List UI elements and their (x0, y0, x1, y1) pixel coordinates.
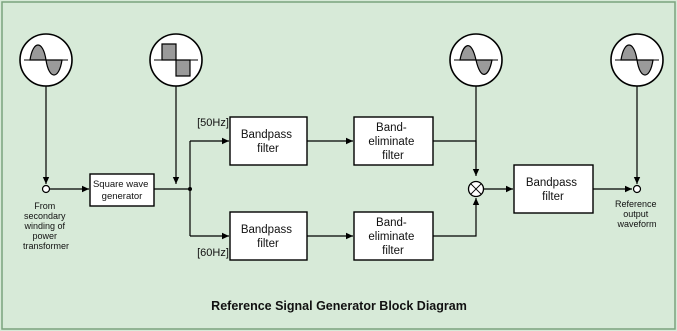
block-label-line: filter (382, 245, 404, 257)
input-label-line: secondary (24, 211, 66, 221)
block-label-line: filter (257, 238, 279, 250)
top-to-mixer-wire (433, 140, 477, 160)
block-label-line: Bandpass (526, 177, 577, 189)
block-label-line: filter (542, 191, 564, 203)
input-label-line: From (34, 201, 55, 211)
bandpass-filter-bottom-block (229, 211, 308, 261)
square-wave-generator-label: Square wave generator (93, 179, 151, 202)
output-waveform-icon (610, 33, 664, 87)
input-label-line: winding of (23, 221, 65, 231)
output-terminal (632, 184, 642, 194)
input-waveform-icon (19, 33, 73, 87)
block-label-line: eliminate (368, 136, 414, 148)
block-label-line: Band- (376, 122, 407, 134)
mixer-icon (467, 180, 485, 198)
freq-50hz-label: [50Hz] (197, 117, 229, 129)
bandpass-filter-bottom-label: Bandpass filter (241, 224, 295, 250)
square-wave-icon (149, 33, 203, 87)
output-label-line: Reference (615, 199, 657, 209)
band-eliminate-filter-top-label: Band- eliminate filter (368, 122, 417, 162)
generator-label-line: Square wave (93, 179, 148, 190)
output-label-line: waveform (616, 219, 656, 229)
input-terminal (41, 184, 51, 194)
bandpass-filter-output-block (513, 164, 594, 214)
input-label-line: power (32, 231, 57, 241)
output-label: Reference output waveform (615, 199, 659, 229)
block-label-line: filter (382, 150, 404, 162)
block-label-line: filter (257, 143, 279, 155)
input-label: From secondary winding of power transfor… (23, 201, 69, 251)
band-eliminate-filter-top-block (353, 116, 434, 166)
band-eliminate-filter-bottom-block (353, 211, 434, 261)
generator-label-line: generator (102, 191, 143, 202)
output-label-line: output (623, 209, 649, 219)
square-wave-generator-block (89, 173, 155, 207)
bandpass-filter-top-block (229, 116, 308, 166)
input-label-line: transformer (23, 241, 69, 251)
block-label-line: Bandpass (241, 129, 292, 141)
bandpass-filter-output-label: Bandpass filter (526, 177, 580, 203)
block-label-line: Bandpass (241, 224, 292, 236)
diagram-title: Reference Signal Generator Block Diagram (211, 299, 467, 313)
bandpass-filter-top-label: Bandpass filter (241, 129, 295, 155)
mixed-waveform-icon (449, 33, 503, 87)
band-eliminate-filter-bottom-label: Band- eliminate filter (368, 217, 417, 257)
block-label-line: Band- (376, 217, 407, 229)
freq-60hz-label: [60Hz] (197, 247, 229, 259)
block-label-line: eliminate (368, 231, 414, 243)
bottom-to-mixer-wire (433, 198, 480, 237)
